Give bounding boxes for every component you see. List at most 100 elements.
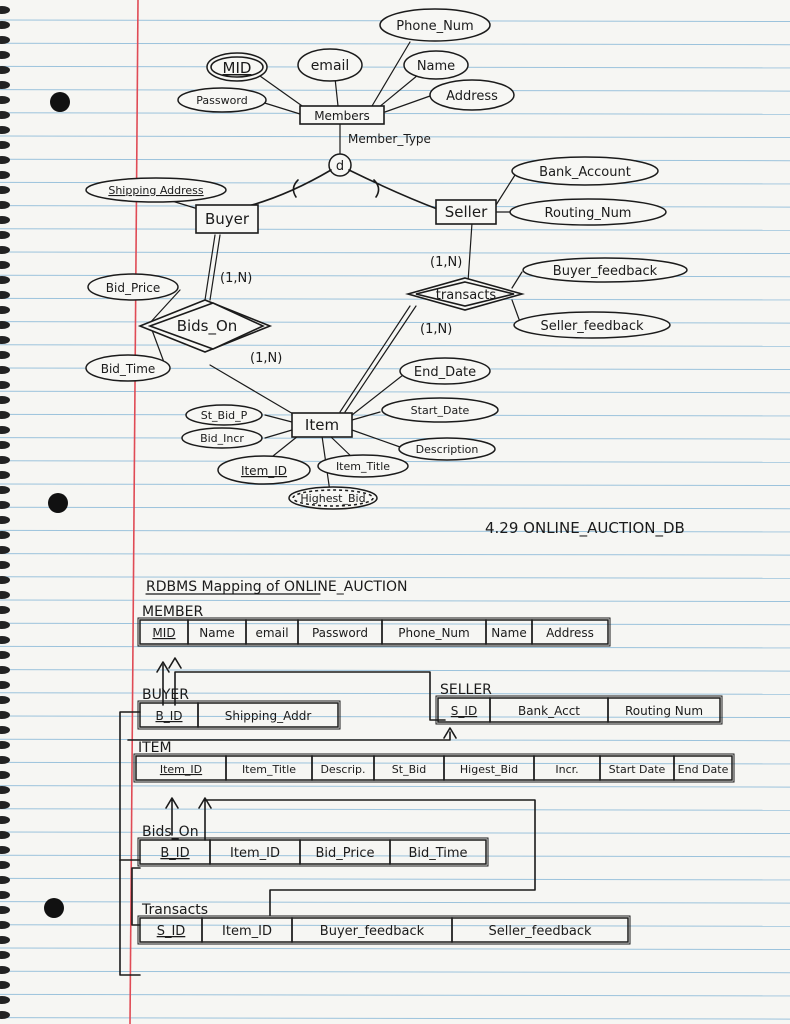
spiral-coil xyxy=(0,441,10,449)
spiral-coil xyxy=(0,21,10,29)
relationship-transacts-label: transacts xyxy=(436,288,497,303)
table-column: Bid_Time xyxy=(408,846,467,861)
spiral-coil xyxy=(0,1011,10,1019)
ruled-line xyxy=(0,947,790,950)
table-column: Item_ID xyxy=(230,846,280,861)
table-column: Descrip. xyxy=(320,763,365,776)
spiral-coil xyxy=(0,426,10,434)
spiral-coil xyxy=(0,126,10,134)
spiral-coil xyxy=(0,756,10,764)
primary-key-column: S_ID xyxy=(157,924,186,939)
spiral-coil xyxy=(0,486,10,494)
table-column: St_Bid xyxy=(392,763,426,776)
spiral-coil xyxy=(0,351,10,359)
ruled-line xyxy=(0,669,790,672)
table-column: Seller_feedback xyxy=(488,924,592,939)
entity-item-label: Item xyxy=(305,416,339,434)
spiral-coil xyxy=(0,291,10,299)
attribute-buyer-feedback-label: Buyer_feedback xyxy=(553,264,658,279)
primary-key-column: MID xyxy=(152,626,175,640)
ruled-line xyxy=(0,437,790,440)
table-cell xyxy=(673,755,733,781)
red-margin-line xyxy=(129,0,139,1024)
table-column: Bank_Acct xyxy=(518,704,580,718)
ruled-line xyxy=(0,1017,790,1020)
table-name: SELLER xyxy=(440,682,492,698)
spiral-coil xyxy=(0,321,10,329)
attribute-description-label: Description xyxy=(416,443,479,456)
attribute-st-bid-p-label: St_Bid_P xyxy=(201,409,248,422)
table-column: Bid_Price xyxy=(316,846,375,861)
spiral-coil xyxy=(0,516,10,524)
cardinality-seller-transacts: (1,N) xyxy=(430,255,462,270)
attribute-seller-feedback-label: Seller_feedback xyxy=(540,319,644,334)
table-cell xyxy=(607,697,721,723)
entity-members xyxy=(299,105,385,125)
ruled-line xyxy=(0,692,790,695)
attribute-bid-price-label: Bid_Price xyxy=(106,281,160,295)
spiral-coil xyxy=(0,621,10,629)
entity-seller-label: Seller xyxy=(445,203,488,221)
table-column: Address xyxy=(546,626,594,640)
table-column: Name xyxy=(491,626,526,640)
ruled-line xyxy=(0,506,790,510)
table-column: email xyxy=(255,626,288,640)
table-cell xyxy=(451,917,629,943)
attribute-email-label: email xyxy=(311,58,350,74)
table-column: Buyer_feedback xyxy=(320,924,425,939)
spiral-coil xyxy=(0,831,10,839)
spiral-coil xyxy=(0,156,10,164)
attribute-bid-price xyxy=(87,273,179,301)
attribute-bank-account-label: Bank_Account xyxy=(539,165,631,180)
spiral-coil xyxy=(0,576,10,584)
relationship-transacts-inner xyxy=(415,281,515,307)
spiral-coil xyxy=(0,936,10,944)
ruled-line xyxy=(0,576,790,579)
ruled-line xyxy=(0,251,790,254)
table-name: ITEM xyxy=(138,740,172,756)
table-outline xyxy=(137,915,631,945)
attribute-mid-inner xyxy=(210,56,264,78)
ruled-line xyxy=(0,553,790,556)
table-outline xyxy=(137,700,341,730)
table-column: Start Date xyxy=(609,763,666,776)
attribute-password xyxy=(177,87,267,113)
attribute-item-title-label: Item_Title xyxy=(336,460,390,473)
table-name: MEMBER xyxy=(142,604,203,620)
ruled-line xyxy=(0,390,790,394)
table-cell xyxy=(531,619,609,645)
spiral-coil xyxy=(0,816,10,824)
figure-label: 4.29 ONLINE_AUCTION_DB xyxy=(485,519,685,538)
er-connectors xyxy=(147,41,523,493)
cardinality-item-bids: (1,N) xyxy=(250,351,282,366)
spiral-coil xyxy=(0,651,10,659)
attribute-bid-time-label: Bid_Time xyxy=(101,362,156,376)
attribute-bid-incr-label: Bid_Incr xyxy=(200,432,244,445)
spiral-coil xyxy=(0,141,10,149)
table-outline xyxy=(435,695,723,725)
entity-item xyxy=(291,412,353,438)
primary-key-column: B_ID xyxy=(160,846,189,861)
spiral-coil xyxy=(0,876,10,884)
attribute-name xyxy=(403,50,469,80)
ruled-line xyxy=(0,622,790,626)
table-outline xyxy=(137,837,489,867)
er-diagram: d Member_Type Members Buyer Seller Item … xyxy=(85,8,688,510)
binder-hole xyxy=(48,493,68,513)
spiral-coil xyxy=(0,471,10,479)
attribute-password-label: Password xyxy=(196,94,247,107)
attribute-highest-bid-label: Highest_Bid xyxy=(300,492,365,505)
spiral-coil xyxy=(0,66,10,74)
spiral-coil xyxy=(0,171,10,179)
spiral-coil xyxy=(0,366,10,374)
attribute-address-label: Address xyxy=(446,89,498,104)
attribute-st-bid-p xyxy=(185,404,263,426)
attribute-email xyxy=(297,48,363,82)
spiral-coil xyxy=(0,186,10,194)
attribute-seller-feedback xyxy=(513,311,671,339)
disjoint-circle xyxy=(328,153,352,177)
